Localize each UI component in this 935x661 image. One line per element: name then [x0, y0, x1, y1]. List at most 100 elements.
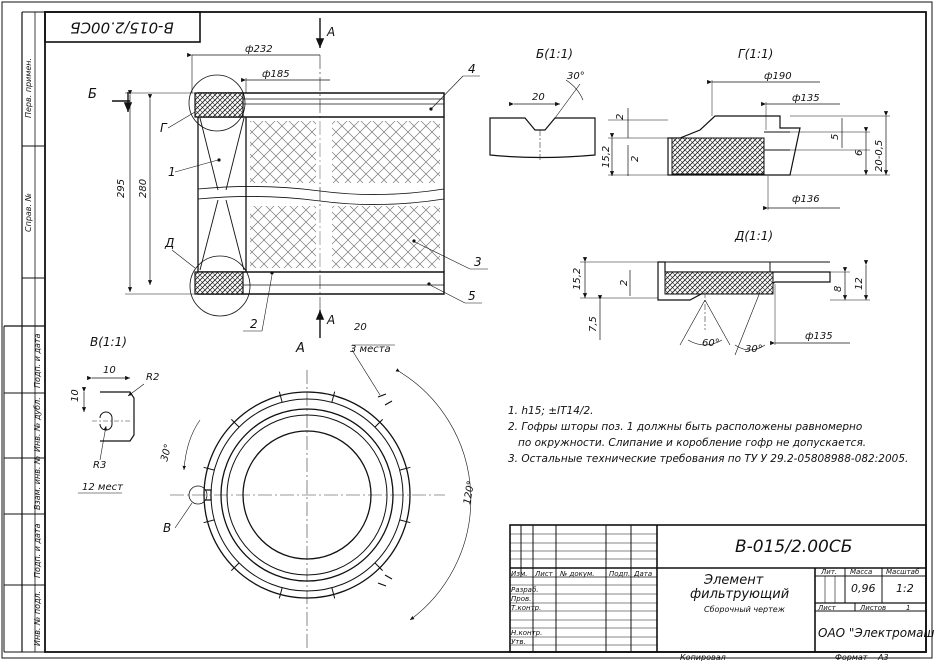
hdr-lit: Лит. [820, 568, 837, 576]
note-3: 3. Остальные технические требования по Т… [508, 453, 908, 465]
col-ndoc: № докум. [559, 570, 595, 578]
pos-5: 5 [468, 289, 476, 303]
side-label-inv-dubl: Инв. № дубл. [33, 397, 42, 452]
note-2: 2. Гофры шторы поз. 1 должны быть распол… [508, 421, 862, 433]
hdr-masshtab: Масштаб [886, 568, 920, 576]
title-block: Изм. Лист № докум. Подп. Дата Разраб. Пр… [509, 524, 935, 661]
view-a-dim-20: 20 [354, 322, 367, 333]
dim-232: ф232 [245, 44, 273, 55]
ring-notch [278, 587, 283, 599]
section-v-dim-10a: 10 [103, 365, 116, 376]
list-label: Лист [817, 604, 837, 612]
listov-value: 1 [906, 604, 910, 612]
title-name-line2: фильтрующий [690, 587, 789, 602]
section-v-view: В(1:1) 10 10 R2 R3 12 мест [70, 335, 159, 494]
pos-1: 1 [168, 165, 176, 179]
row-razrab: Разраб. [511, 586, 539, 594]
view-a-places: 3 места [350, 344, 391, 355]
section-d-dim-8: 8 [833, 286, 844, 292]
section-a-bottom-label: А [326, 313, 335, 327]
side-label-perv-primen: Перв. примен. [24, 58, 33, 118]
row-prov: Пров. [511, 595, 531, 603]
side-label-vzam-inv: Взам. инв. № [33, 456, 42, 510]
detail-g-mark: Г [160, 121, 168, 135]
col-list: Лист [534, 570, 554, 578]
title-doc-type: Сборочный чертеж [704, 605, 786, 614]
col-data: Дата [633, 570, 652, 578]
top-stamp: В-015/2.00СБ [44, 11, 201, 43]
section-d-dim-2: 2 [619, 280, 630, 286]
section-b-angle-30: 30° [567, 71, 585, 82]
section-d-angle-60: 60° [702, 338, 720, 349]
section-g-dim-2a: 2 [615, 114, 626, 120]
view-a-letter-v: В [163, 521, 171, 535]
note-1: 1. h15; ±IT14/2. [508, 405, 593, 417]
title-designation: В-015/2.00СБ [735, 537, 852, 557]
main-view: А А Б [88, 18, 488, 338]
section-v-count: 12 мест [82, 482, 124, 493]
row-nkontr: Н.контр. [511, 629, 542, 637]
value-massa: 0,96 [851, 582, 876, 595]
pos-4: 4 [468, 62, 476, 76]
ring-notch [230, 562, 240, 572]
ring-notch [331, 587, 336, 599]
section-g-view: Г(1:1) ф190 ф135 ф136 2 2 15,2 5 6 [601, 47, 890, 211]
section-g-dim-2b: 2 [630, 156, 641, 162]
section-g-dim-5: 5 [830, 134, 841, 140]
note-2-cont: по окружности. Слипание и коробление гоф… [518, 437, 866, 449]
section-d-dim-135: ф135 [805, 331, 833, 342]
ring-notch [374, 562, 384, 572]
ring-notch [399, 466, 411, 471]
view-a-title: А [295, 341, 305, 356]
ring-notch [374, 418, 384, 428]
row-tkontr: Т.контр. [511, 604, 541, 612]
listov-label: Листов [859, 604, 886, 612]
section-g-dim-135: ф135 [792, 93, 820, 104]
ring-notch [230, 418, 240, 428]
section-d-title: Д(1:1) [734, 229, 773, 243]
dim-280: 280 [138, 179, 149, 198]
section-a-top-label: А [326, 25, 335, 39]
section-g-dim-6: 6 [854, 150, 865, 156]
footer-format-label: Формат [835, 653, 868, 661]
pos-3: 3 [474, 255, 482, 269]
section-b-view: Б(1:1) 20 30° [489, 47, 596, 160]
side-label-sprav: Справ. № [24, 193, 33, 232]
section-d-dim-12: 12 [854, 277, 865, 290]
technical-notes: 1. h15; ±IT14/2. 2. Гофры шторы поз. 1 д… [508, 405, 908, 465]
dim-295: 295 [116, 179, 127, 198]
row-utv: Утв. [511, 638, 526, 646]
ring-notch [278, 391, 283, 403]
dim-185: ф185 [262, 69, 290, 80]
footer-copied: Копировал [680, 653, 726, 661]
section-b-title: Б(1:1) [536, 47, 573, 61]
ring-notch [203, 519, 215, 524]
view-a: А 20 3 места 30° 120° В [159, 322, 477, 652]
side-label-podp-data-1: Подп. и дата [33, 333, 42, 388]
section-d-dim-15-2: 15,2 [572, 268, 583, 290]
footer-format-value: А3 [877, 653, 889, 661]
hdr-massa: Масса [850, 568, 872, 576]
col-podp: Подп. [609, 570, 630, 578]
side-label-podp-data-2: Подп. и дата [33, 523, 42, 578]
title-name-line1: Элемент [703, 573, 764, 588]
section-g-title: Г(1:1) [738, 47, 773, 61]
pos-2: 2 [250, 317, 258, 331]
section-v-title: В(1:1) [90, 335, 127, 349]
top-stamp-code: В-015/2.00СБ [70, 19, 174, 37]
inner-frame [44, 11, 927, 653]
section-g-dim-20: 20-0,5 [874, 140, 885, 172]
view-a-angle-120: 120° [462, 480, 477, 506]
ring-notch [331, 391, 336, 403]
section-v-r2: R2 [146, 372, 159, 383]
org-name: ОАО "Электромаш" [818, 626, 935, 640]
value-masshtab: 1:2 [896, 582, 914, 595]
section-b-mark: Б [88, 87, 97, 102]
section-v-r3: R3 [93, 460, 106, 471]
detail-d-mark: Д [164, 236, 174, 250]
col-izm: Изм. [511, 570, 527, 578]
view-a-angle-30: 30° [159, 443, 174, 463]
section-v-dim-10b: 10 [70, 389, 81, 402]
side-label-inv-podl: Инв. № подл. [33, 591, 42, 646]
